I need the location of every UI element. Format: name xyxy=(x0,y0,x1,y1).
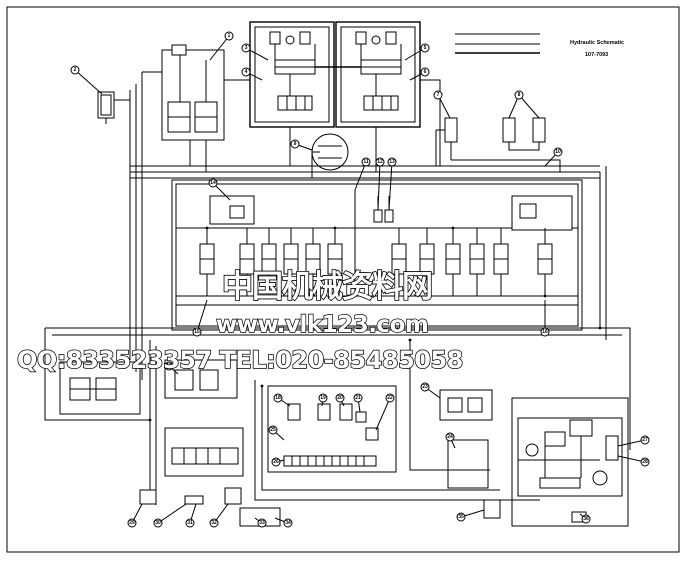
callout-6: 6 xyxy=(409,67,430,81)
svg-text:25: 25 xyxy=(270,427,276,433)
watermark-line-1: 中国机械资料网 xyxy=(222,269,432,305)
svg-text:15: 15 xyxy=(194,329,200,335)
svg-text:34: 34 xyxy=(285,520,291,526)
svg-text:33: 33 xyxy=(259,520,265,526)
callout-15: 15 xyxy=(192,299,208,337)
svg-text:23: 23 xyxy=(422,384,428,390)
callout-29: 29 xyxy=(127,503,143,528)
svg-text:18: 18 xyxy=(275,395,281,401)
callout-14: 14 xyxy=(208,178,231,201)
callout-1: 1 xyxy=(209,31,234,61)
svg-text:13: 13 xyxy=(389,159,395,165)
watermark: 中国机械资料网 www.vlk123.com QQ:833523357 TEL:… xyxy=(16,268,464,375)
svg-text:22: 22 xyxy=(387,395,393,401)
svg-text:3: 3 xyxy=(245,45,248,51)
schematic-title: Hydraulic Schematic xyxy=(570,40,624,46)
callout-13: 13 xyxy=(387,157,397,211)
junction-dots xyxy=(148,226,602,422)
right-center-valve-assembly xyxy=(439,389,501,519)
callout-36: 36 xyxy=(579,513,591,524)
svg-text:8: 8 xyxy=(518,92,521,98)
callout-28: 28 xyxy=(617,455,650,467)
callout-18: 18 xyxy=(273,393,291,407)
svg-text:24: 24 xyxy=(447,434,453,440)
svg-text:1: 1 xyxy=(228,33,231,39)
callout-31: 31 xyxy=(185,503,197,528)
svg-text:7: 7 xyxy=(437,92,440,98)
callout-3: 3 xyxy=(241,43,269,61)
callout-25: 25 xyxy=(268,425,285,441)
right-cylinders xyxy=(436,117,546,160)
callout-7: 7 xyxy=(433,90,451,119)
callout-2: 2 xyxy=(70,65,103,95)
svg-text:11: 11 xyxy=(363,159,369,165)
callout-9: 9 xyxy=(290,139,313,151)
callout-32: 32 xyxy=(209,503,229,528)
callout-11: 11 xyxy=(354,157,371,191)
callout-5: 5 xyxy=(404,43,430,61)
left-lower-valve-group xyxy=(59,359,238,415)
callout-27: 27 xyxy=(617,435,650,447)
svg-text:26: 26 xyxy=(273,459,279,465)
left-bottom-control-block xyxy=(139,427,281,527)
svg-text:29: 29 xyxy=(129,520,135,526)
callout-22: 22 xyxy=(375,393,395,431)
callout-23: 23 xyxy=(420,382,441,399)
callout-8: 8 xyxy=(508,90,540,119)
svg-text:20: 20 xyxy=(337,395,343,401)
svg-text:30: 30 xyxy=(155,520,161,526)
callout-26: 26 xyxy=(271,457,285,467)
main-manifold xyxy=(130,165,600,331)
callout-30: 30 xyxy=(153,503,187,528)
svg-text:36: 36 xyxy=(583,516,589,522)
callout-35: 35 xyxy=(456,509,485,522)
svg-text:10: 10 xyxy=(555,149,561,155)
left-cylinder xyxy=(97,90,131,124)
drawing-border xyxy=(6,6,680,553)
callout-16: 16 xyxy=(540,300,550,337)
svg-text:6: 6 xyxy=(424,69,427,75)
callout-12: 12 xyxy=(375,157,385,211)
callout-20: 20 xyxy=(335,393,345,407)
svg-text:21: 21 xyxy=(355,395,361,401)
watermark-line-2: www.vlk123.com xyxy=(216,312,428,338)
bottom-right-assembly xyxy=(511,397,629,527)
callout-21: 21 xyxy=(353,393,363,413)
callout-10: 10 xyxy=(544,147,563,167)
schematic-number: 107-7093 xyxy=(585,52,608,58)
title-block: Hydraulic Schematic 107-7093 xyxy=(455,33,624,58)
center-bottom-valve-bank xyxy=(267,385,397,473)
svg-text:17: 17 xyxy=(166,363,172,369)
svg-text:27: 27 xyxy=(642,437,648,443)
watermark-line-3: QQ:833523357 TEL:020-85485058 xyxy=(17,346,463,374)
callout-34: 34 xyxy=(274,517,293,528)
svg-text:4: 4 xyxy=(245,69,248,75)
svg-text:31: 31 xyxy=(187,520,193,526)
svg-text:12: 12 xyxy=(377,159,383,165)
svg-text:19: 19 xyxy=(320,395,326,401)
svg-text:5: 5 xyxy=(424,45,427,51)
callout-4: 4 xyxy=(241,67,263,81)
svg-text:32: 32 xyxy=(211,520,217,526)
callout-24: 24 xyxy=(445,432,456,449)
svg-text:28: 28 xyxy=(642,459,648,465)
svg-text:14: 14 xyxy=(210,180,216,186)
callout-17: 17 xyxy=(164,361,179,375)
callout-33: 33 xyxy=(254,517,267,528)
top-twin-assemblies xyxy=(249,21,421,128)
callout-19: 19 xyxy=(318,393,328,407)
svg-text:16: 16 xyxy=(542,329,548,335)
upper-left-valve-group xyxy=(142,44,225,141)
svg-text:2: 2 xyxy=(74,67,77,73)
svg-text:9: 9 xyxy=(294,141,297,147)
svg-text:35: 35 xyxy=(458,514,464,520)
